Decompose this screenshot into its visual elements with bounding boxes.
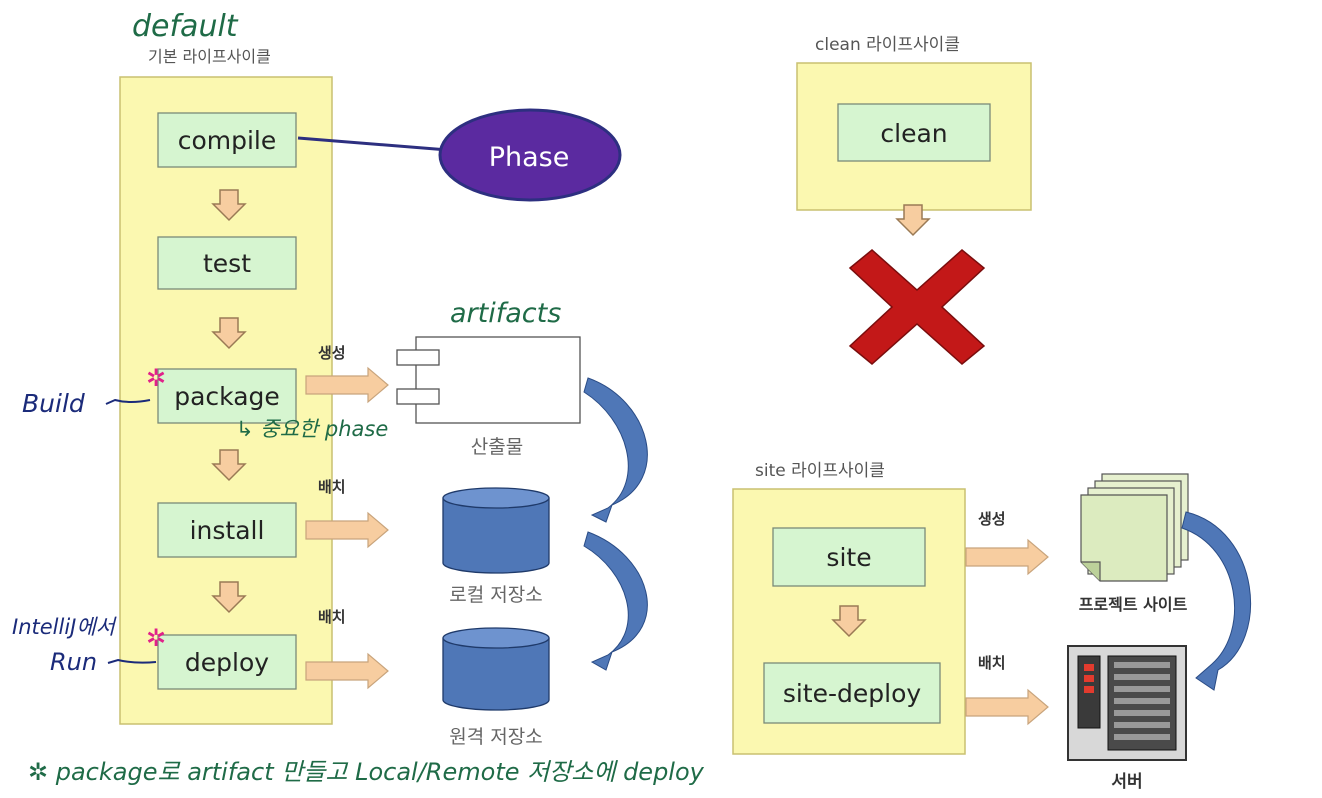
phase-site-box bbox=[772, 527, 926, 587]
phase-compile-box bbox=[157, 112, 297, 168]
build-annotation: Build bbox=[22, 389, 85, 418]
deploy-label-local: 배치 bbox=[318, 478, 346, 496]
local-repository-cylinder bbox=[442, 487, 550, 574]
cross-icon bbox=[848, 249, 986, 365]
generate-label: 생성 bbox=[318, 344, 346, 362]
site-deploy-action-label: 배치 bbox=[978, 654, 1006, 672]
local-to-remote-curved-arrow bbox=[583, 531, 648, 671]
remote-repository-label: 원격 저장소 bbox=[449, 726, 542, 748]
footer-annotation: ✲ package로 artifact 만들고 Local/Remote 저장소… bbox=[28, 758, 705, 786]
phase-package-label: package bbox=[174, 382, 280, 411]
remote-repository-cylinder bbox=[442, 627, 550, 711]
phase-test-box bbox=[157, 236, 297, 290]
package-star-mark: ✲ bbox=[146, 364, 166, 392]
site-deploy-to-server-arrow bbox=[965, 689, 1049, 725]
phase-site-deploy-box bbox=[763, 662, 941, 724]
intellij-annotation: IntelliJ에서 bbox=[12, 615, 118, 639]
phase-deploy-label: deploy bbox=[185, 648, 269, 677]
server-label: 서버 bbox=[1111, 772, 1142, 792]
site-output-to-server-curved-arrow bbox=[1181, 511, 1251, 691]
artifact-component-icon bbox=[396, 336, 581, 424]
phase-test-label: test bbox=[203, 249, 251, 278]
artifact-to-local-curved-arrow bbox=[583, 377, 648, 523]
phase-site-label: site bbox=[826, 543, 871, 572]
site-generate-label: 생성 bbox=[978, 510, 1006, 528]
phase-callout-pointer bbox=[297, 136, 449, 152]
phase-compile-label: compile bbox=[178, 126, 277, 155]
artifacts-handwritten-label: artifacts bbox=[450, 298, 561, 329]
artifact-caption: 산출물 bbox=[471, 436, 523, 458]
important-phase-annotation: ↳ 중요한 phase bbox=[236, 417, 388, 441]
phase-clean-label: clean bbox=[880, 119, 947, 148]
phase-site-deploy-label: site-deploy bbox=[783, 679, 922, 708]
phase-callout-bubble bbox=[438, 108, 622, 202]
phase-clean-box bbox=[837, 103, 991, 162]
local-repository-label: 로컬 저장소 bbox=[449, 584, 542, 606]
run-arrow bbox=[107, 658, 157, 664]
phase-package-box bbox=[157, 368, 297, 424]
default-lifecycle-caption: 기본 라이프사이클 bbox=[148, 47, 271, 66]
run-annotation: Run bbox=[50, 648, 97, 676]
phase-callout-text: Phase bbox=[489, 142, 570, 173]
deploy-label-remote: 배치 bbox=[318, 608, 346, 626]
phase-deploy-box bbox=[157, 634, 297, 690]
clean-lifecycle-caption: clean 라이프사이클 bbox=[815, 35, 960, 55]
project-site-label: 프로젝트 사이트 bbox=[1079, 595, 1188, 614]
project-site-pages-icon bbox=[1080, 473, 1189, 582]
build-arrow bbox=[105, 398, 151, 405]
deploy-star-mark: ✲ bbox=[146, 624, 166, 652]
default-handwritten-label: default bbox=[132, 9, 239, 44]
phase-install-label: install bbox=[190, 516, 265, 545]
server-icon bbox=[1067, 645, 1187, 761]
site-to-output-arrow bbox=[965, 539, 1049, 575]
phase-install-box bbox=[157, 502, 297, 558]
site-lifecycle-caption: site 라이프사이클 bbox=[755, 461, 885, 481]
